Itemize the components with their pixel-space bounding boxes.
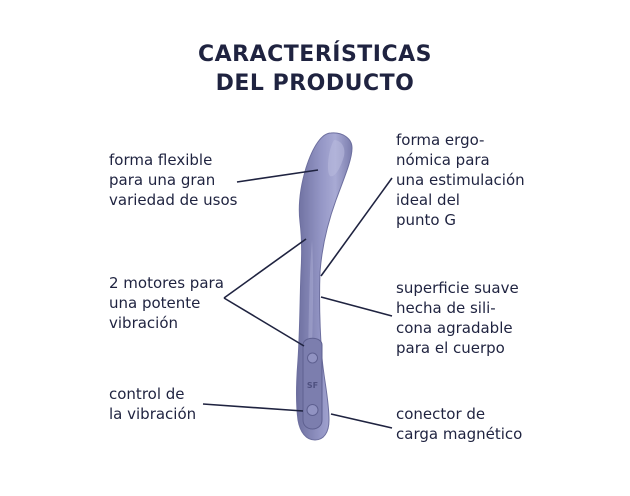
callout-control-line <box>202 403 304 412</box>
title-line-2: DEL PRODUCTO <box>215 71 415 96</box>
control-panel <box>302 337 323 430</box>
brand-logo: SF <box>307 381 318 390</box>
label-flexible-shape: forma flexible para una gran variedad de… <box>109 151 238 209</box>
label-two-motors: 2 motores para una potente vibración <box>109 274 224 332</box>
mode-button-icon[interactable] <box>306 404 319 416</box>
label-ergonomic-shape: forma ergo- nómica para una estimulación… <box>396 131 525 229</box>
label-magnetic-charger: conector de carga magnético <box>396 405 523 443</box>
label-vibration-control: control de la vibración <box>109 385 197 423</box>
callout-lines <box>202 169 393 429</box>
label-soft-surface: superficie suave hecha de sili- cona agr… <box>396 279 519 357</box>
callout-surface-line <box>320 296 393 317</box>
callout-charger-line <box>330 413 393 429</box>
callout-ergonomic-line <box>320 177 393 277</box>
callout-flexible-line <box>236 169 319 183</box>
tip-highlight <box>327 140 345 177</box>
plus-button-icon[interactable] <box>307 352 318 364</box>
callout-motor-lower-line <box>223 297 305 347</box>
callout-motor-upper-line <box>223 238 307 299</box>
title-line-1: CARACTERÍSTICAS <box>198 42 432 67</box>
page-title: CARACTERÍSTICAS DEL PRODUCTO <box>0 40 630 98</box>
